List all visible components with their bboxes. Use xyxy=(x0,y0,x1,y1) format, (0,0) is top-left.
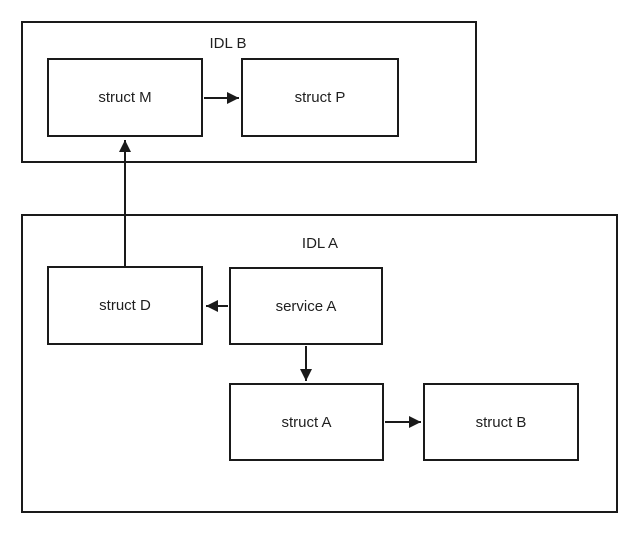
container-idl-a xyxy=(21,214,618,513)
node-struct-m-label: struct M xyxy=(98,89,152,106)
node-struct-a: struct A xyxy=(229,383,384,461)
node-struct-d-label: struct D xyxy=(99,297,151,314)
node-service-a: service A xyxy=(229,267,383,345)
node-struct-b: struct B xyxy=(423,383,579,461)
container-idl-a-label: IDL A xyxy=(301,235,339,252)
node-struct-p: struct P xyxy=(241,58,399,137)
node-struct-p-label: struct P xyxy=(294,89,346,106)
container-idl-b-label: IDL B xyxy=(209,35,247,52)
container-idl-b xyxy=(21,21,477,163)
node-service-a-label: service A xyxy=(275,297,337,315)
node-struct-a-label: struct A xyxy=(281,413,332,431)
node-struct-b-label: struct B xyxy=(475,413,527,431)
node-struct-m: struct M xyxy=(47,58,203,137)
node-struct-d: struct D xyxy=(47,266,203,345)
